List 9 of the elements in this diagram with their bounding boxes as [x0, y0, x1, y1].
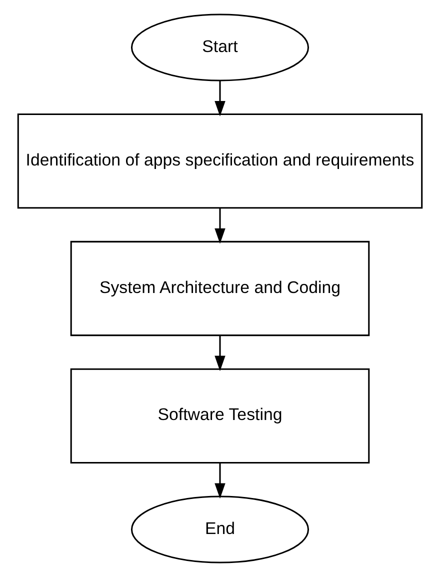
node-box: Software Testing: [70, 368, 370, 464]
node-ellipse: Start: [130, 14, 309, 82]
node-ellipse: End: [130, 496, 309, 564]
node-box: Identification of apps specification and requirements: [16, 114, 422, 209]
arrow: [214, 81, 225, 116]
node-box: System Architecture and Coding: [70, 240, 370, 336]
arrow: [214, 336, 225, 372]
arrow: [214, 463, 225, 499]
arrow: [214, 208, 225, 244]
